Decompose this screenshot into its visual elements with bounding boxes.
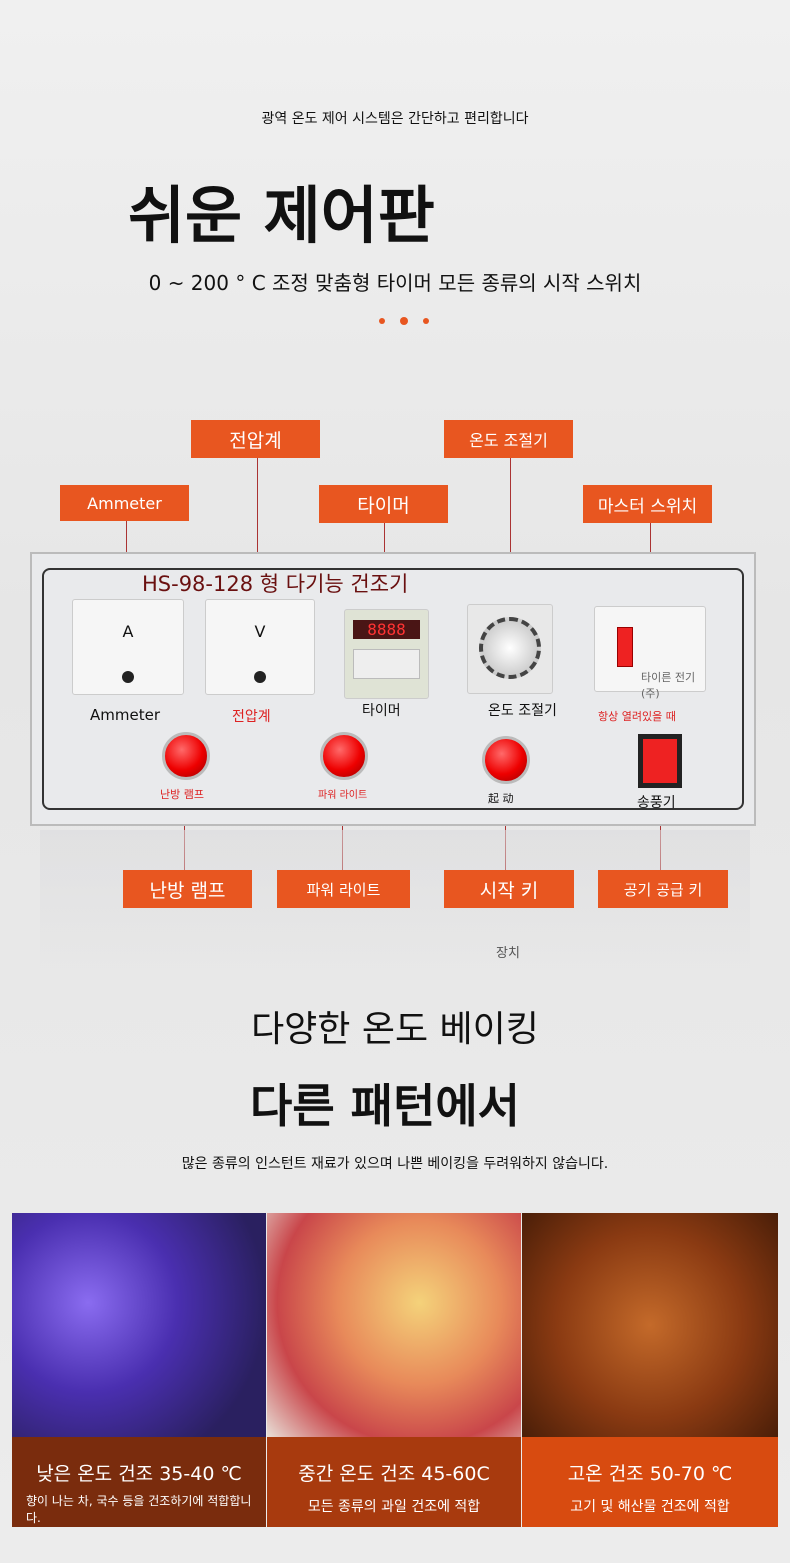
dots-decoration — [379, 317, 429, 325]
label-start: 起 动 — [488, 792, 514, 805]
callout-air-key: 공기 공급 키 — [598, 870, 728, 908]
master-breaker[interactable]: 타이른 전기(주) — [594, 606, 706, 700]
callout-timer: 타이머 — [319, 485, 448, 523]
callout-power-light: 파워 라이트 — [277, 870, 410, 908]
label-always-open: 항상 열려있을 때 — [598, 710, 676, 723]
callout-master-switch: 마스터 스위치 — [583, 485, 712, 523]
reflection-text: 장치 — [496, 946, 520, 961]
label-power-light: 파워 라이트 — [318, 790, 368, 801]
label-heat-lamp: 난방 램프 — [160, 788, 204, 801]
callout-voltmeter: 전압계 — [191, 420, 320, 458]
label-ammeter: Ammeter — [90, 706, 160, 724]
callout-start-key: 시작 키 — [444, 870, 574, 908]
label-voltmeter: 전압계 — [232, 709, 271, 725]
heat-lamp — [162, 732, 210, 780]
callout-heat-lamp: 난방 램프 — [123, 870, 252, 908]
start-button[interactable] — [482, 736, 530, 784]
section-title-1: 다양한 온도 베이킹 — [251, 1009, 539, 1050]
page-title: 쉬운 제어판 — [128, 179, 435, 252]
dried-flowers-image — [12, 1213, 266, 1437]
panel-model: HS-98-128 형 다기능 건조기 — [142, 572, 409, 596]
dried-fruit-image — [267, 1213, 521, 1437]
features-line: 0 ~ 200 ° C 조정 맞춤형 타이머 모든 종류의 시작 스위치 — [148, 271, 642, 295]
label-blower: 송풍기 — [637, 795, 676, 811]
section-desc: 많은 종류의 인스턴트 재료가 있으며 나쁜 베이킹을 두려워하지 않습니다. — [181, 1156, 609, 1172]
control-panel: HS-98-128 형 다기능 건조기 A V 8888 타이른 전기(주) A… — [30, 552, 756, 826]
blower-switch[interactable] — [638, 734, 682, 788]
callout-thermostat: 온도 조절기 — [444, 420, 573, 458]
callout-ammeter: Ammeter — [60, 485, 189, 521]
label-thermostat: 온도 조절기 — [488, 703, 557, 719]
label-timer: 타이머 — [362, 703, 401, 719]
dried-meat-image — [522, 1213, 778, 1437]
section-title-2: 다른 패턴에서 — [250, 1079, 520, 1133]
subtitle: 광역 온도 제어 시스템은 간단하고 편리합니다 — [261, 111, 529, 127]
power-light — [320, 732, 368, 780]
voltmeter-gauge: V — [205, 599, 315, 695]
timer-device: 8888 — [344, 609, 429, 699]
thermostat-dial[interactable] — [467, 604, 553, 694]
timer-display: 8888 — [353, 620, 420, 639]
ammeter-gauge: A — [72, 599, 184, 695]
